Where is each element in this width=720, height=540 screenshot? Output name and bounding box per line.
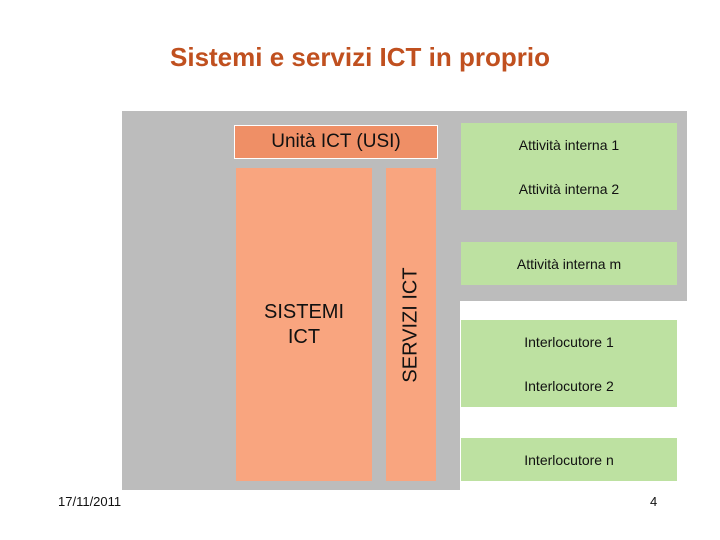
sistemi-label-line2: ICT — [287, 325, 321, 348]
interlocutore-2-box: Interlocutore 2 — [461, 364, 677, 407]
page-number: 4 — [650, 494, 658, 509]
usi-box: Unità ICT (USI) — [234, 125, 438, 159]
servizi-ict-label: SERVIZI ICT — [399, 266, 422, 383]
interlocutore-1-box: Interlocutore 1 — [461, 320, 677, 364]
attivita-interna-2-box: Attività interna 2 — [461, 167, 677, 210]
slide-title: Sistemi e servizi ICT in proprio — [170, 42, 550, 72]
attivita-interna-m-box: Attività interna m — [461, 242, 677, 285]
footer-date: 17/11/2011 — [58, 494, 122, 509]
servizi-ict-box: SERVIZI ICT — [386, 168, 436, 481]
sistemi-label-line1: SISTEMI — [263, 300, 344, 323]
interlocutore-n-box: Interlocutore n — [461, 438, 677, 481]
attivita-interna-1-box: Attività interna 1 — [461, 123, 677, 167]
sistemi-ict-box: SISTEMI ICT — [236, 168, 372, 481]
